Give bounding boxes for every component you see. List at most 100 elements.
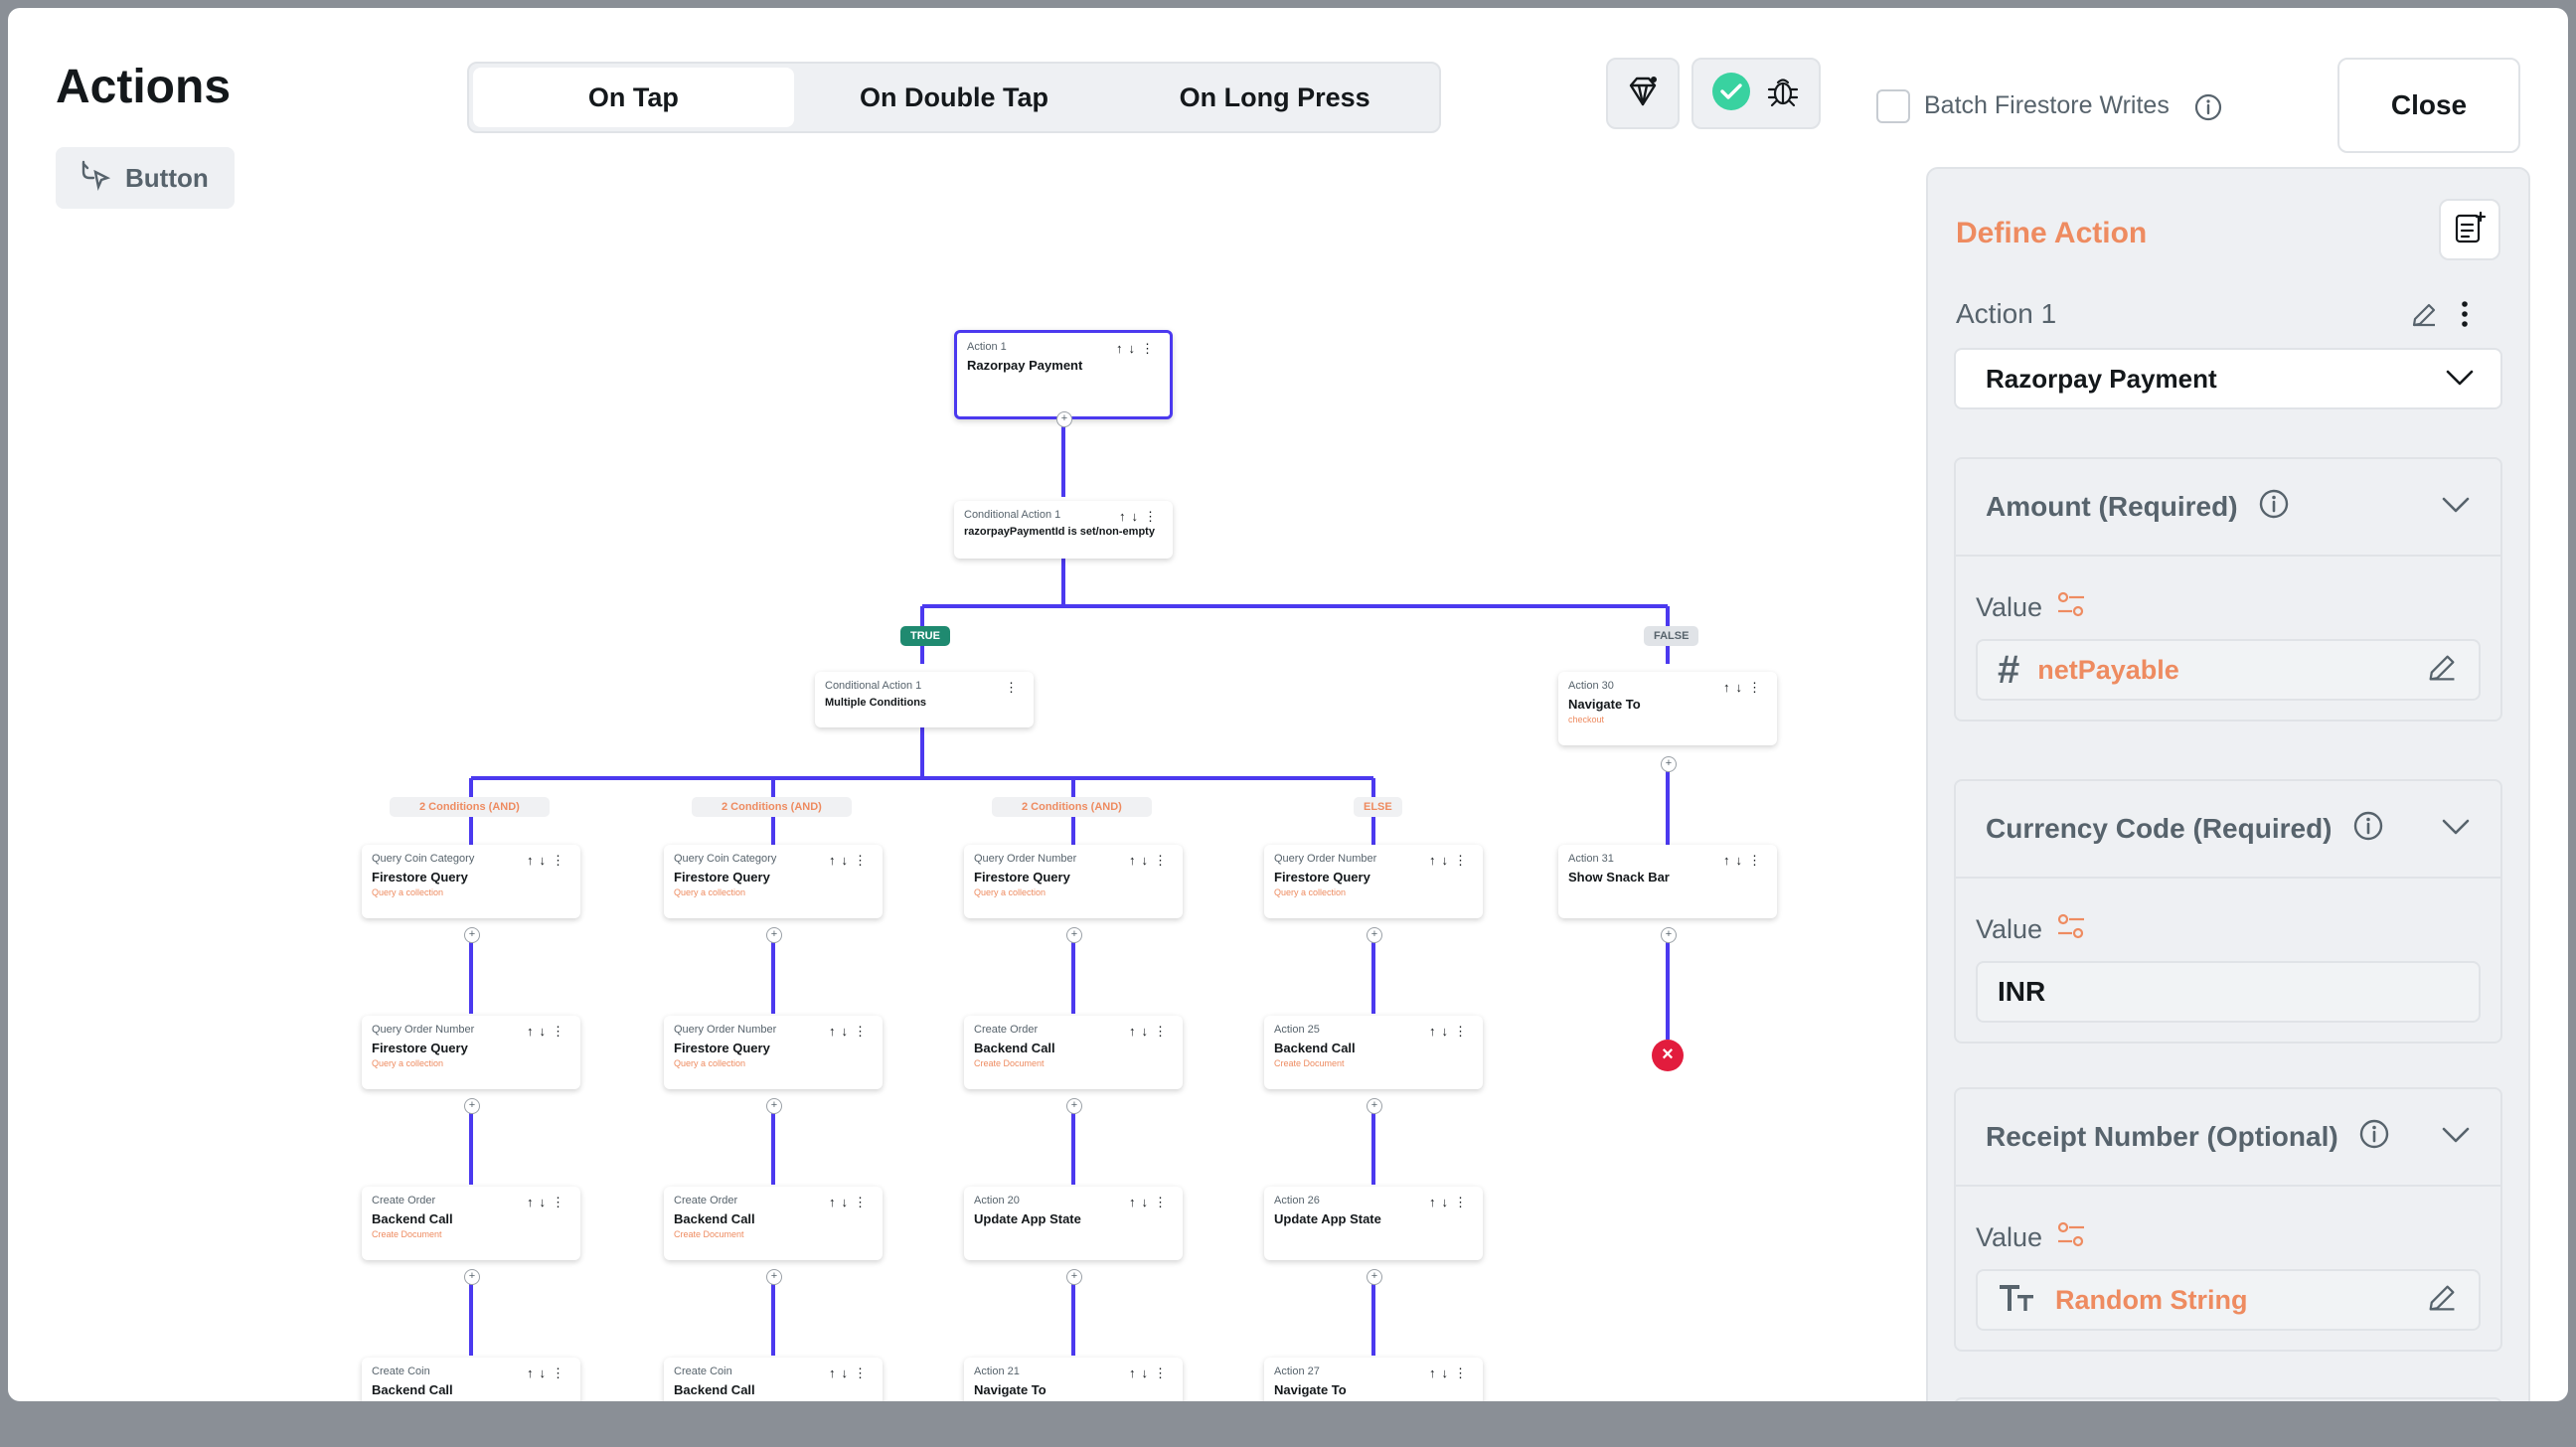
conditional-node-2[interactable]: Conditional Action 1 Multiple Conditions… — [815, 672, 1034, 727]
node-controls[interactable]: ↑↓⋮ — [527, 853, 570, 868]
tab-on-tap[interactable]: On Tap — [473, 68, 794, 127]
node-controls[interactable]: ↑↓⋮ — [1129, 1195, 1173, 1209]
add-action-plus[interactable]: + — [766, 927, 782, 943]
add-action-plus[interactable]: + — [1367, 927, 1382, 943]
value-text: INR — [1998, 976, 2046, 1007]
node-controls[interactable]: ↑↓⋮ — [1116, 341, 1160, 356]
param-header[interactable]: Receipt Number (Optional) — [1956, 1089, 2500, 1187]
chevron-down-icon[interactable] — [2441, 495, 2471, 520]
trigger-tabs: On Tap On Double Tap On Long Press — [467, 62, 1441, 133]
batch-writes-checkbox[interactable] — [1876, 89, 1910, 123]
node-controls[interactable]: ↑↓⋮ — [829, 1366, 873, 1380]
info-icon[interactable] — [2358, 1118, 2390, 1157]
node-sub: Query Coin Category — [372, 853, 475, 865]
tab-on-long-press[interactable]: On Long Press — [1179, 81, 1370, 112]
widget-chip[interactable]: Button — [56, 147, 235, 209]
node-controls[interactable]: ↑↓⋮ — [829, 1195, 873, 1209]
add-action-plus[interactable]: + — [464, 1269, 480, 1285]
conditional-node-1[interactable]: Conditional Action 1 razorpayPaymentId i… — [954, 501, 1173, 559]
tune-icon[interactable] — [2056, 590, 2086, 625]
receipt-value-field[interactable]: Random String — [1976, 1269, 2481, 1331]
node-controls[interactable]: ↑↓⋮ — [1429, 1024, 1473, 1039]
more-vert-icon[interactable] — [2459, 298, 2471, 335]
add-action-plus[interactable]: + — [1056, 411, 1072, 427]
add-action-plus[interactable]: + — [464, 1098, 480, 1114]
action-node-false-2[interactable]: Action 31 Show Snack Bar ↑↓⋮ — [1558, 845, 1777, 918]
tab-on-double-tap[interactable]: On Double Tap — [860, 81, 1048, 112]
info-icon[interactable] — [2194, 93, 2222, 126]
add-action-plus[interactable]: + — [1661, 756, 1677, 772]
edit-pencil-icon[interactable] — [2425, 1281, 2459, 1320]
add-action-plus[interactable]: + — [1066, 927, 1082, 943]
node-controls[interactable]: ↑↓⋮ — [829, 1024, 873, 1039]
actions-dialog: Actions Button On Tap On Double Tap On L… — [8, 8, 2568, 1401]
node-controls[interactable]: ↑↓⋮ — [527, 1195, 570, 1209]
node-controls[interactable]: ↑↓⋮ — [1129, 1366, 1173, 1380]
param-header[interactable]: Currency Code (Required) — [1956, 781, 2500, 879]
tune-icon[interactable] — [2056, 912, 2086, 947]
node-sub: Action 27 — [1274, 1366, 1320, 1377]
action-flow-canvas[interactable]: Action 1 Razorpay Payment ↑↓⋮ + Conditio… — [8, 227, 1926, 1401]
action-node-false-1[interactable]: Action 30 Navigate To checkout ↑↓⋮ — [1558, 672, 1777, 745]
node-desc: Query a collection — [674, 887, 746, 897]
node-controls[interactable]: ↑↓⋮ — [527, 1024, 570, 1039]
currency-value-field[interactable]: INR — [1976, 961, 2481, 1023]
node-controls[interactable]: ↑↓⋮ — [527, 1366, 570, 1380]
node-controls[interactable]: ↑↓⋮ — [1129, 1024, 1173, 1039]
node-controls[interactable]: ↑↓⋮ — [1723, 680, 1767, 695]
add-action-plus[interactable]: + — [766, 1269, 782, 1285]
node-controls[interactable]: ↑↓⋮ — [829, 853, 873, 868]
node-sub: Create Coin — [674, 1366, 732, 1377]
add-action-plus[interactable]: + — [1367, 1269, 1382, 1285]
terminate-x-icon[interactable]: × — [1652, 1040, 1684, 1071]
page-title: Actions — [56, 61, 232, 113]
add-action-plus[interactable]: + — [766, 1098, 782, 1114]
param-section-currency: Currency Code (Required) Value INR — [1954, 779, 2502, 1044]
add-action-button[interactable] — [2439, 199, 2500, 260]
node-controls[interactable]: ↑↓⋮ — [1129, 853, 1173, 868]
action-node-root[interactable]: Action 1 Razorpay Payment ↑↓⋮ — [954, 330, 1173, 419]
node-controls[interactable]: ↑↓⋮ — [1723, 853, 1767, 868]
add-action-plus[interactable]: + — [1066, 1098, 1082, 1114]
branch-else-tag: ELSE — [1354, 797, 1402, 817]
info-icon[interactable] — [2258, 488, 2290, 527]
node-controls[interactable]: ↑↓⋮ — [1429, 1366, 1473, 1380]
add-action-plus[interactable]: + — [1367, 1098, 1382, 1114]
bug-icon[interactable] — [1765, 74, 1801, 114]
add-action-plus[interactable]: + — [1661, 927, 1677, 943]
add-action-plus[interactable]: + — [1066, 1269, 1082, 1285]
chevron-down-icon[interactable] — [2441, 817, 2471, 842]
chevron-down-icon[interactable] — [2441, 1125, 2471, 1150]
node-controls[interactable]: ↑↓⋮ — [1429, 853, 1473, 868]
param-header[interactable]: Amount (Required) — [1956, 459, 2500, 557]
info-icon[interactable] — [2352, 810, 2384, 849]
tune-icon[interactable] — [2056, 1220, 2086, 1255]
close-button[interactable]: Close — [2337, 58, 2520, 153]
node-controls[interactable]: ↑↓⋮ — [1119, 509, 1163, 524]
node-controls[interactable]: ↑↓⋮ — [1429, 1195, 1473, 1209]
edit-pencil-icon[interactable] — [2425, 651, 2459, 690]
add-action-plus[interactable]: + — [464, 927, 480, 943]
node-controls[interactable]: ⋮ — [1005, 680, 1024, 695]
ai-gen-button[interactable] — [1606, 58, 1680, 129]
check-circle-icon[interactable] — [1711, 72, 1751, 116]
amount-value-field[interactable]: # netPayable — [1976, 639, 2481, 701]
edit-pencil-icon[interactable] — [2409, 300, 2439, 335]
action-type-select[interactable]: Razorpay Payment — [1954, 348, 2502, 409]
